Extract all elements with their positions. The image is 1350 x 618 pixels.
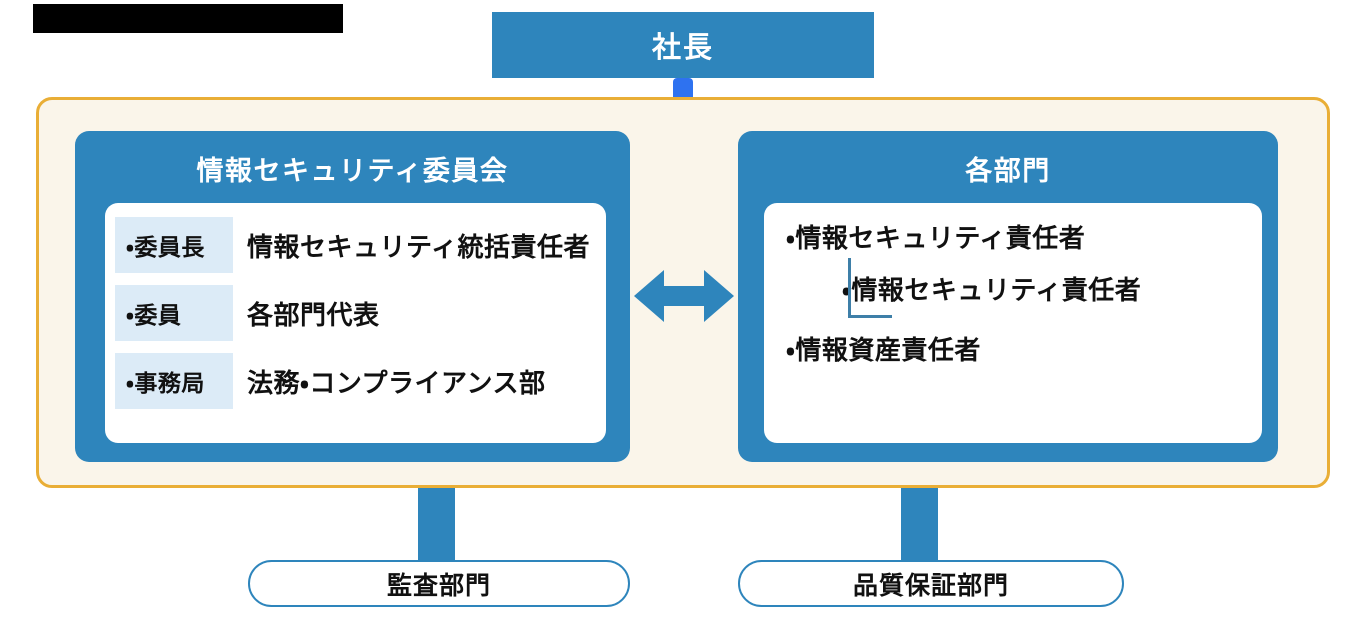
audit-department-pill: 監査部門 [248,560,630,607]
departments-card: ・情報セキュリティ責任者 ・情報セキュリティ責任者 ・情報資産責任者 [764,203,1262,443]
audit-connector-stem [418,488,455,563]
role-value: 各部門代表 [247,299,380,330]
tree-elbow-connector [848,258,892,318]
departments-panel: 各部門 ・情報セキュリティ責任者 ・情報セキュリティ責任者 ・情報資産責任者 [738,131,1278,462]
president-box: 社長 [492,12,874,78]
department-sub-item: ・情報セキュリティ責任者 [842,275,1142,305]
committee-panel: 情報セキュリティ委員会 ・委員長 情報セキュリティ統括責任者 ・委員 各部門代表 [75,131,630,462]
role-chip-label: ・委員 [126,302,182,328]
role-chip-label: ・委員長 [126,234,205,260]
department-item: ・情報資産責任者 [786,335,981,365]
departments-title: 各部門 [965,156,1051,186]
role-chip: ・委員 [115,285,233,341]
role-chip: ・事務局 [115,353,233,409]
role-chip: ・委員長 [115,217,233,273]
committee-row: ・委員 各部門代表 [115,285,596,341]
role-chip-label: ・事務局 [126,370,205,396]
role-value: 法務・コンプライアンス部 [247,367,546,398]
department-item: ・情報セキュリティ責任者 [786,223,1086,253]
committee-title: 情報セキュリティ委員会 [196,156,509,186]
redacted-page-heading: 情報セキュリティ体制図 [33,4,343,33]
quality-connector-stem [901,488,938,563]
audit-department-label: 監査部門 [386,571,491,600]
committee-role-list: ・委員長 情報セキュリティ統括責任者 ・委員 各部門代表 ・事務局 法務・コンプ… [115,217,596,421]
role-value: 情報セキュリティ統括責任者 [247,231,590,262]
bidirectional-arrow-icon [634,270,734,322]
departments-item-list: ・情報セキュリティ責任者 ・情報セキュリティ責任者 ・情報資産責任者 [786,225,1252,389]
president-label: 社長 [651,32,714,64]
committee-row: ・事務局 法務・コンプライアンス部 [115,353,596,409]
committee-row: ・委員長 情報セキュリティ統括責任者 [115,217,596,273]
president-connector-stem [673,78,693,100]
committee-card: ・委員長 情報セキュリティ統括責任者 ・委員 各部門代表 ・事務局 法務・コンプ… [105,203,606,443]
quality-department-pill: 品質保証部門 [738,560,1124,607]
quality-department-label: 品質保証部門 [852,571,1009,600]
